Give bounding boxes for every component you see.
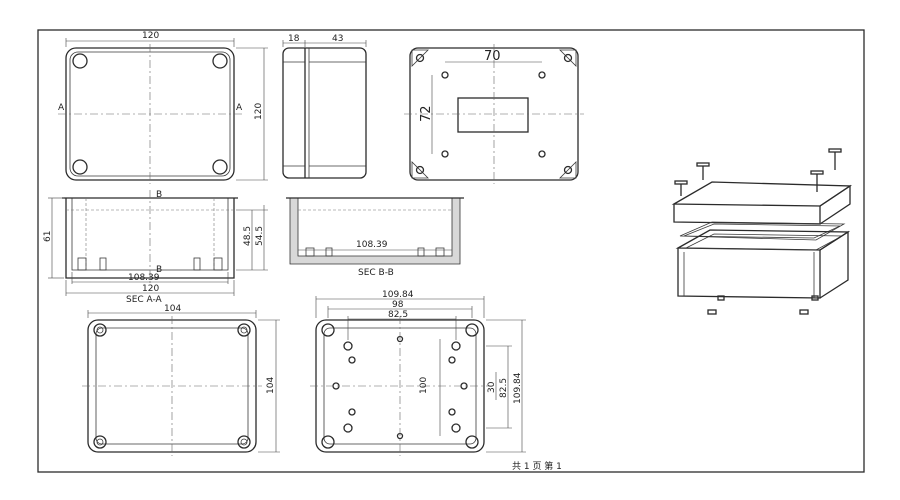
section-b-view: 108.39 SEC B-B	[286, 197, 464, 278]
section-a-inner1-dim: 48.5	[243, 226, 253, 246]
back-h-spacing-dim: 70	[484, 49, 501, 64]
side-view: 18 43	[282, 34, 367, 179]
lid-bottom-height-dim: 104	[266, 377, 276, 394]
back-v-spacing-dim: 72	[419, 105, 434, 122]
lid-bottom-view: 104 104	[82, 304, 280, 456]
base-v109-dim: 109.84	[513, 372, 523, 404]
back-view: 70 72	[404, 44, 584, 184]
screw-set	[674, 148, 842, 196]
lid-bottom-width-dim: 104	[164, 304, 181, 314]
section-a-inner2-dim: 54.5	[255, 226, 265, 246]
front-height-dim: 120	[254, 103, 264, 120]
section-b-inner-width-dim: 108.39	[356, 240, 388, 250]
base-outer-width-dim: 109.84	[382, 290, 414, 300]
sheet-info: 共 1 页 第 1	[512, 460, 562, 472]
section-a-cut-mark-bottom: B	[156, 265, 162, 275]
section-mark-left: A	[58, 103, 65, 113]
section-a-cut-mark-top: B	[156, 190, 162, 200]
base-v30-dim: 30	[487, 381, 497, 393]
base-top-view: 109.84 98 82.5 100 30 82.5 109.84	[310, 290, 526, 456]
section-mark-right: A	[236, 103, 243, 113]
section-a-height-dim: 61	[43, 231, 53, 242]
side-body-depth-dim: 43	[332, 34, 343, 44]
front-view: 120 120 A A	[58, 31, 268, 184]
section-a-outer-width-dim: 120	[142, 284, 159, 294]
section-a-caption: SEC A-A	[126, 295, 163, 305]
drawing-border	[37, 29, 865, 473]
base-mid-width-dim: 98	[392, 300, 404, 310]
section-a-inner-width-dim: 108.39	[128, 273, 160, 283]
side-lid-depth-dim: 18	[288, 34, 300, 44]
section-b-caption: SEC B-B	[358, 268, 394, 278]
section-a-view: B B 61 48.5 54.5 108.39 120 SEC A-A	[43, 190, 268, 305]
base-inner-width-dim: 82.5	[388, 310, 408, 320]
front-width-dim: 120	[142, 31, 159, 41]
base-v82-dim: 82.5	[499, 378, 509, 398]
base-v100-dim: 100	[419, 377, 429, 394]
exploded-3d-view	[671, 148, 853, 315]
